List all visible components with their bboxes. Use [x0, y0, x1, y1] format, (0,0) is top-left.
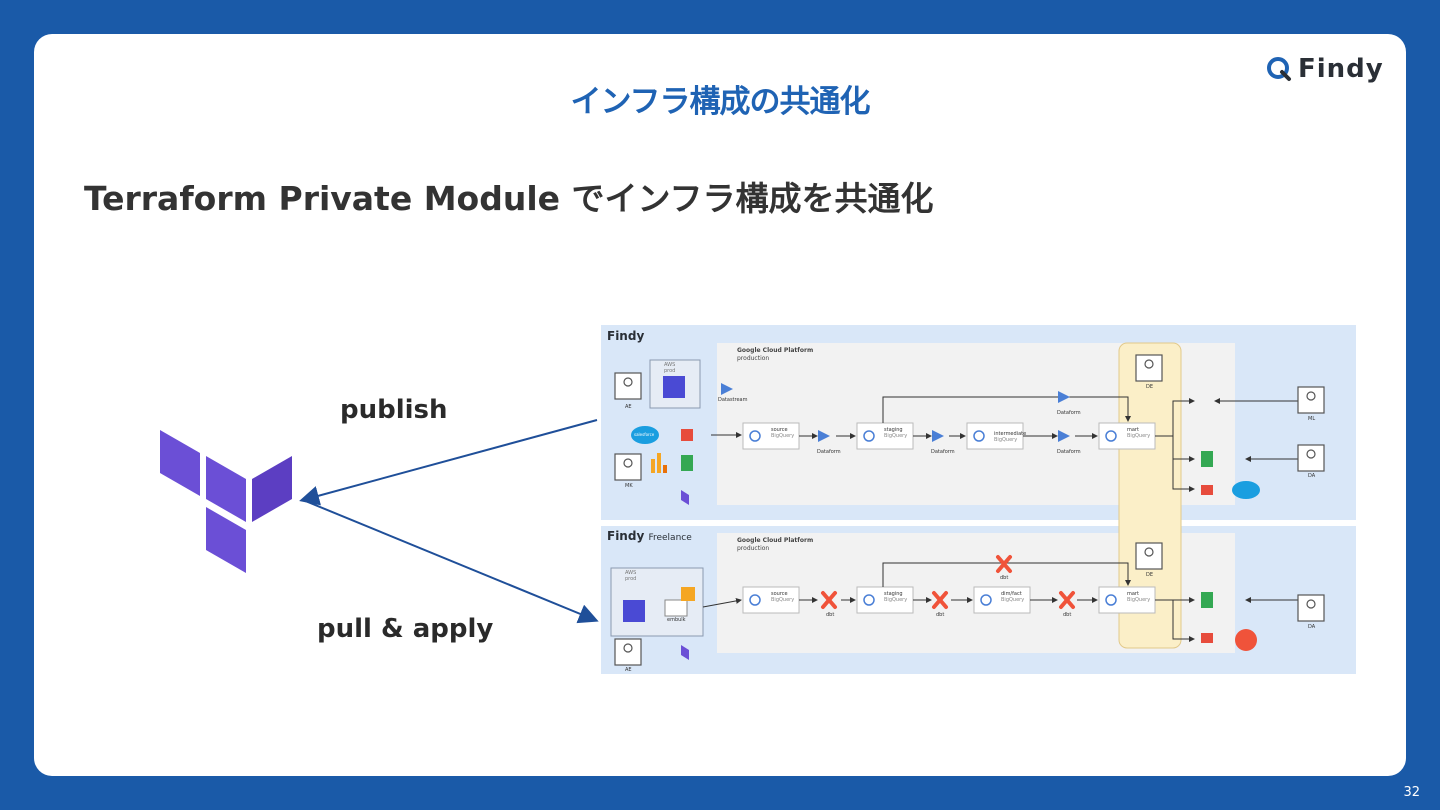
- datastream-label: Datastream: [718, 397, 748, 403]
- salesforce-label: salesforce: [634, 432, 655, 437]
- user-ae-bottom: AE: [625, 667, 632, 673]
- dbt-label-4: dbt: [1000, 575, 1009, 581]
- dataform-label-3: Dataform: [1057, 449, 1081, 455]
- embulk-label: embulk: [667, 617, 686, 623]
- architecture-diagram: Findy Findy Freelance Google Cloud Platf…: [601, 325, 1356, 674]
- pull-apply-label: pull & apply: [317, 614, 494, 644]
- findy-logo-icon: [1267, 57, 1291, 81]
- gcp-label-bottom: Google Cloud Platform production: [737, 537, 813, 553]
- diagram-brand-bottom-name: Findy: [607, 529, 645, 543]
- aws-env-top: prod: [664, 368, 676, 374]
- page-number: 32: [1403, 785, 1420, 800]
- slide-subtitle: Terraform Private Module でインフラ構成を共通化: [84, 179, 934, 218]
- node-boxes-bottom: [742, 586, 1156, 614]
- user-de-top: DE: [1146, 384, 1154, 390]
- dataform-label-1: Dataform: [817, 449, 841, 455]
- diagram-brand-bottom: Findy Freelance: [607, 529, 692, 543]
- diagram-brand-top: Findy: [607, 329, 645, 343]
- gcp-env-top: production: [737, 355, 770, 362]
- slide-title: インフラ構成の共通化: [570, 84, 870, 120]
- user-ae-top: AE: [625, 404, 632, 410]
- gcp-label-top: Google Cloud Platform production: [737, 347, 813, 363]
- user-ml-top: ML: [1308, 416, 1316, 422]
- findy-logo-text: Findy: [1298, 54, 1384, 84]
- aws-title-bottom: AWS: [625, 570, 637, 576]
- de-band: [1118, 342, 1182, 649]
- aws-env-bottom: prod: [625, 576, 637, 582]
- dbt-label-3: dbt: [1063, 612, 1072, 618]
- findy-logo: Findy: [1266, 54, 1384, 84]
- user-da-bottom: DA: [1308, 624, 1316, 630]
- aws-label-top: AWS prod: [664, 362, 675, 374]
- terraform-icon: [160, 430, 292, 573]
- gcp-env-bottom: production: [737, 545, 770, 552]
- dataform-label-2: Dataform: [931, 449, 955, 455]
- user-de-bottom: DE: [1146, 572, 1154, 578]
- publish-arrow: [299, 419, 598, 506]
- gcp-title-top: Google Cloud Platform: [737, 347, 814, 354]
- publish-label: publish: [340, 395, 448, 425]
- dataform-label-4: Dataform: [1057, 410, 1081, 416]
- dbt-label-2: dbt: [936, 612, 945, 618]
- aws-label-bottom: AWS prod: [625, 570, 636, 582]
- gcp-title-bottom: Google Cloud Platform: [737, 537, 814, 544]
- diagram-brand-bottom-sub: Freelance: [648, 533, 692, 543]
- aws-title-top: AWS: [664, 362, 676, 368]
- architecture-diagram-svg: [601, 342, 1356, 666]
- dbt-label-1: dbt: [826, 612, 835, 618]
- pull-arrow: [302, 499, 599, 624]
- user-mk-top: MK: [625, 483, 633, 489]
- node-boxes-top: [742, 422, 1156, 450]
- user-da-top: DA: [1308, 473, 1316, 479]
